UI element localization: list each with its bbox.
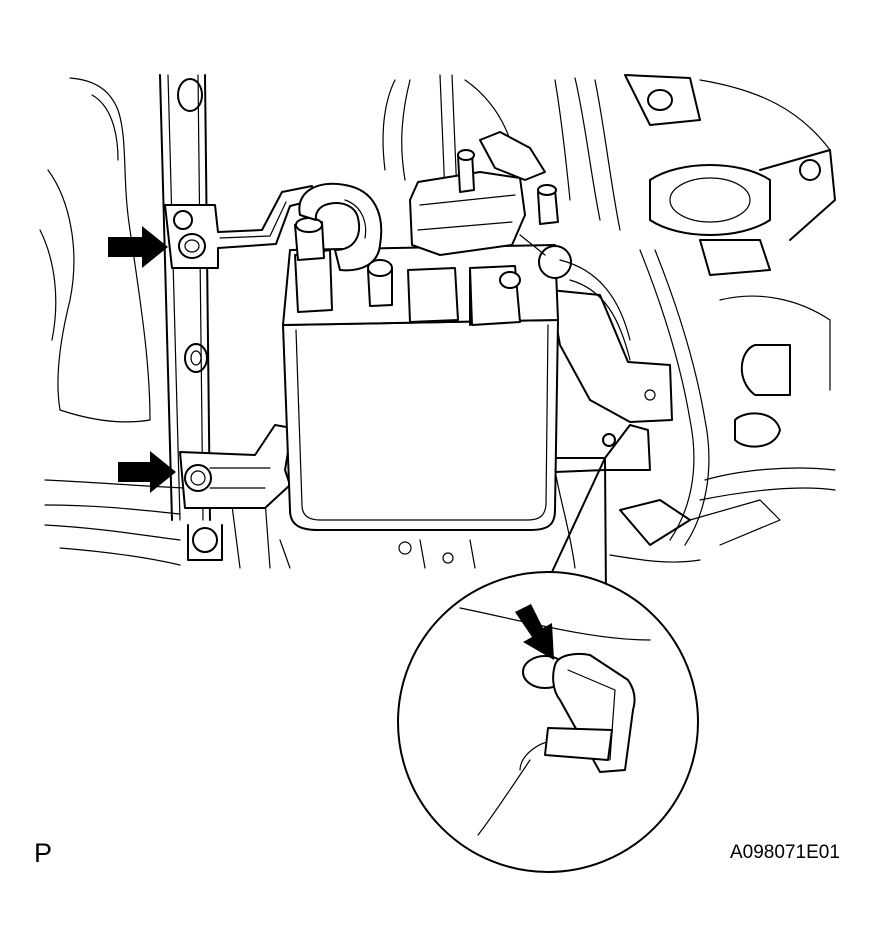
arrow-down-right-icon — [515, 604, 554, 660]
frame-rail — [159, 74, 271, 569]
detail-magnifier — [397, 457, 699, 873]
figure-code-label: A098071E01 — [730, 842, 840, 863]
right-bracket — [549, 289, 673, 473]
view-code-label: P — [34, 838, 53, 868]
hose — [298, 182, 383, 272]
body-panel-left — [39, 77, 186, 566]
arrow-right-icon — [118, 451, 176, 493]
body-panel-right — [382, 74, 836, 563]
side-hoses — [279, 259, 631, 569]
arrow-right-icon — [108, 226, 168, 268]
lower-bracket — [179, 424, 293, 509]
valve-assembly — [409, 131, 572, 279]
charcoal-canister — [282, 217, 559, 531]
